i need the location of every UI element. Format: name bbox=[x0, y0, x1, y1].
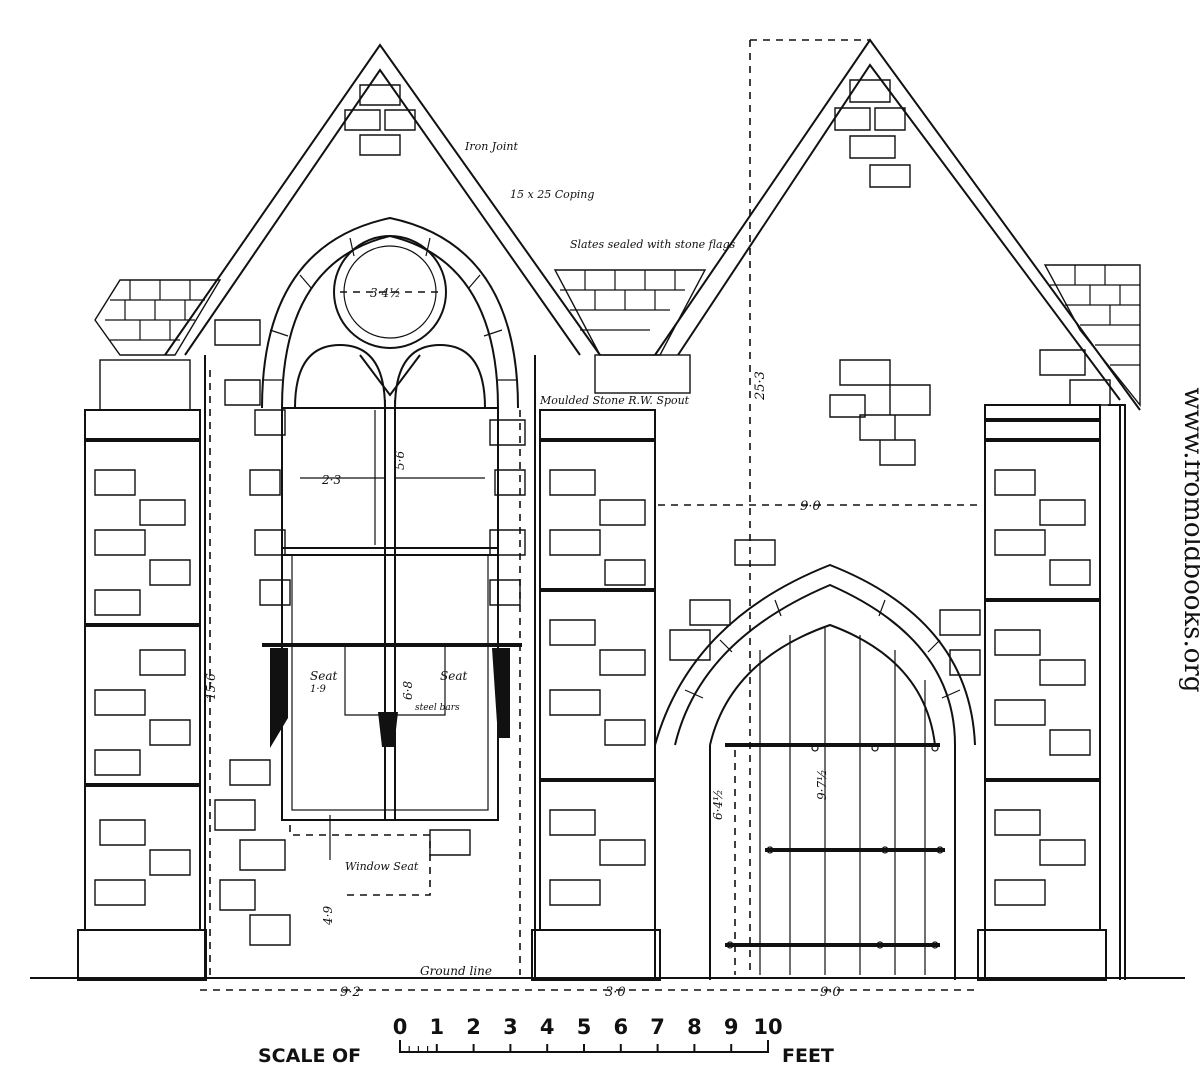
dim-door-wall-width: 9·0 bbox=[800, 499, 821, 514]
scale-number: 6 bbox=[613, 1015, 628, 1039]
annotations: Iron Joint 15 x 25 Coping Slates sealed … bbox=[204, 140, 841, 1000]
scale-number: 7 bbox=[650, 1015, 665, 1039]
dim-seat-left: 1·9 bbox=[310, 684, 327, 695]
dim-base-left: 9·2 bbox=[340, 985, 361, 1000]
scale-ticks bbox=[399, 1040, 769, 1052]
dim-base-right: 9·0 bbox=[820, 985, 841, 1000]
gothic-window bbox=[261, 216, 522, 821]
scale-number: 0 bbox=[393, 1015, 408, 1039]
dim-window-seat-height: 4·9 bbox=[321, 906, 335, 926]
dim-door-jamb: 6·4½ bbox=[711, 789, 725, 820]
label-steel-bars: steel bars bbox=[415, 703, 460, 713]
dimension-lines bbox=[200, 39, 980, 991]
left-wall bbox=[204, 319, 536, 980]
scale-number: 4 bbox=[540, 1015, 555, 1039]
central-pier bbox=[531, 354, 691, 981]
watermark-text: www.fromoldbooks.org bbox=[1178, 388, 1200, 693]
dim-light-height: 5·6 bbox=[393, 451, 407, 470]
left-buttress bbox=[77, 359, 207, 981]
dim-gable-height: 25·3 bbox=[753, 371, 768, 401]
scale-number: 2 bbox=[466, 1015, 481, 1039]
annotation-coping-joint: Iron Joint bbox=[464, 140, 518, 153]
dim-seat-center: 6·8 bbox=[401, 681, 415, 700]
dim-base-mid: 3·0 bbox=[605, 985, 626, 1000]
dim-light-width: 2·3 bbox=[321, 473, 341, 487]
label-seat-left: Seat bbox=[310, 669, 337, 683]
roof-slates bbox=[94, 264, 1141, 407]
annotation-coping-size: 15 x 25 Coping bbox=[510, 188, 594, 201]
scale-number: 10 bbox=[753, 1015, 782, 1039]
scale-suffix: FEET bbox=[782, 1045, 834, 1067]
label-seat-right: Seat bbox=[440, 669, 467, 683]
label-window-seat: Window Seat bbox=[345, 860, 419, 873]
dim-pier-height: 15·6 bbox=[204, 673, 218, 700]
annotation-slated: Slates sealed with stone flags bbox=[570, 238, 736, 251]
scale-number: 8 bbox=[687, 1015, 702, 1039]
scale-prefix: SCALE OF bbox=[258, 1045, 361, 1067]
scale-number: 3 bbox=[503, 1015, 518, 1039]
right-gable bbox=[654, 38, 1141, 466]
label-ground-line: Ground line bbox=[420, 964, 492, 978]
scale-number: 9 bbox=[724, 1015, 739, 1039]
right-buttress bbox=[977, 349, 1126, 981]
scale-number: 1 bbox=[429, 1015, 444, 1039]
annotation-rainwater-spout: Moulded Stone R.W. Spout bbox=[539, 394, 690, 407]
right-wall bbox=[654, 410, 986, 980]
dim-door-height: 9·7½ bbox=[815, 769, 829, 800]
scale-number: 5 bbox=[577, 1015, 592, 1039]
dim-rose-window: 3·4½ bbox=[370, 286, 401, 300]
left-gable bbox=[164, 43, 601, 356]
